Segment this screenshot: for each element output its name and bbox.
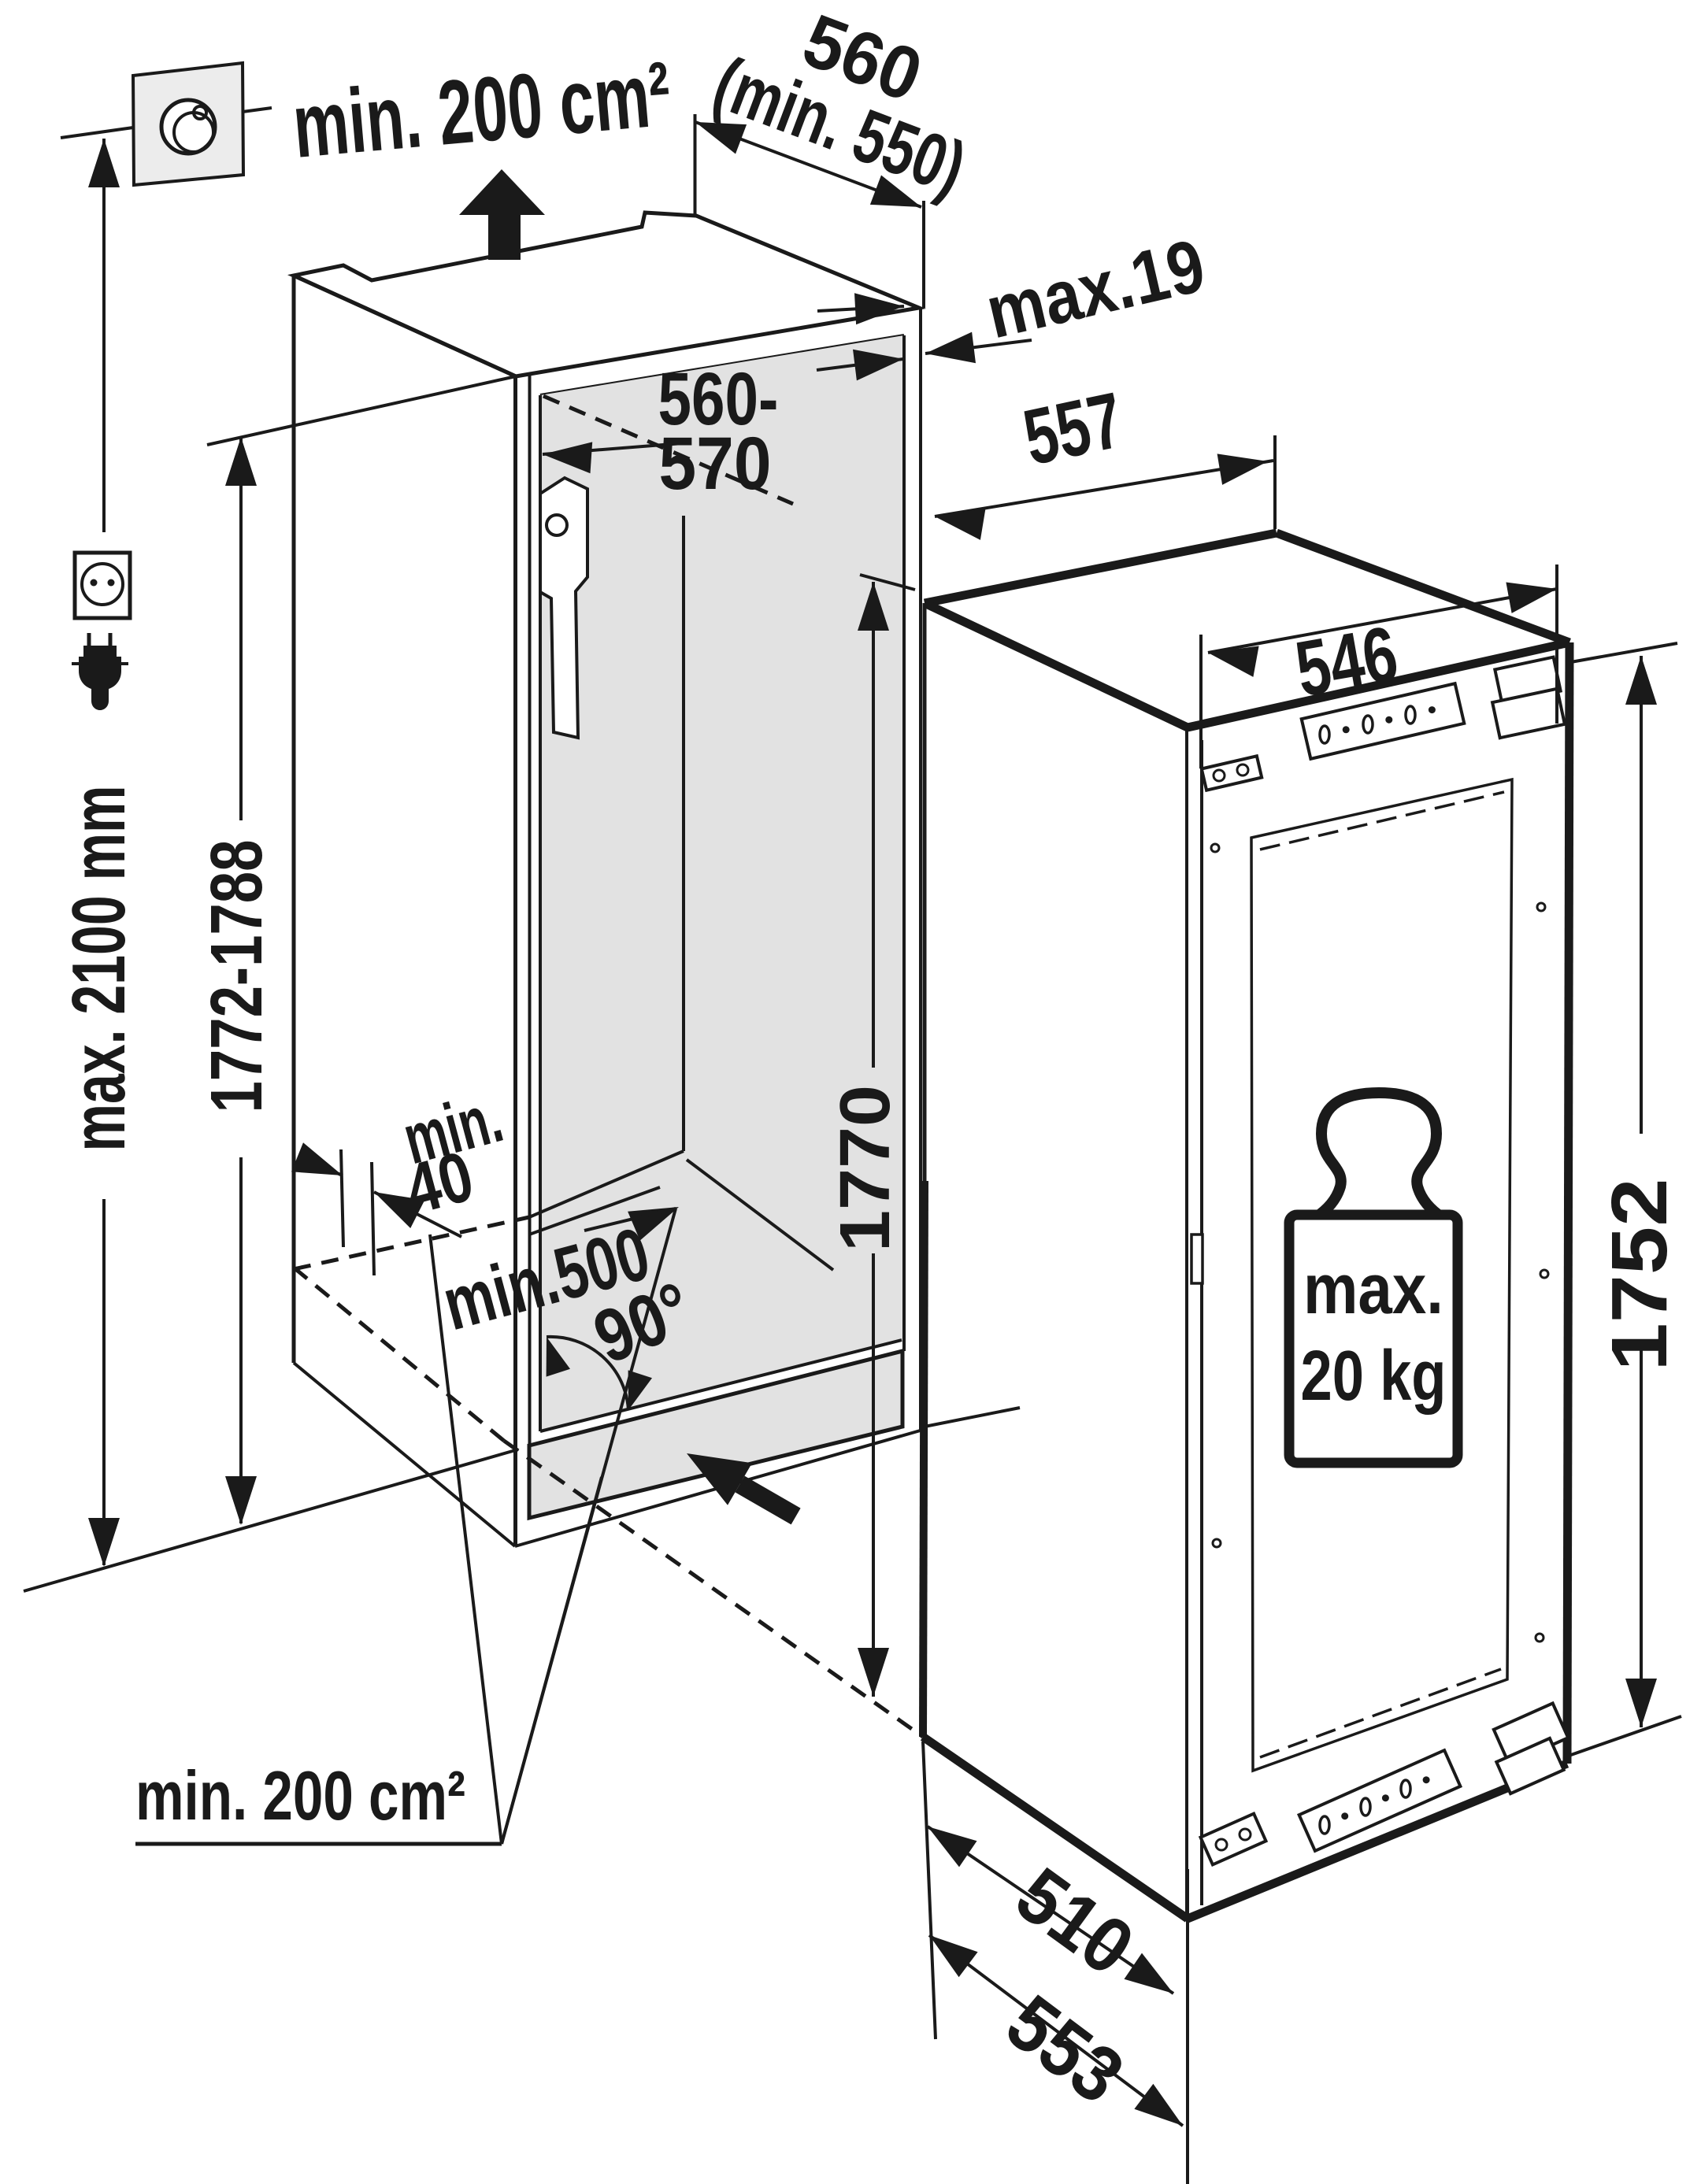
svg-text:1752: 1752 <box>1595 1179 1684 1371</box>
svg-text:570: 570 <box>659 422 772 505</box>
svg-text:557: 557 <box>1017 376 1131 482</box>
svg-text:max.: max. <box>1303 1250 1443 1329</box>
svg-text:560-: 560- <box>658 357 779 441</box>
svg-text:546: 546 <box>1289 609 1404 714</box>
svg-text:1772-1788: 1772-1788 <box>195 840 277 1113</box>
svg-text:min. 200 cm²: min. 200 cm² <box>135 1756 465 1834</box>
svg-text:20 kg: 20 kg <box>1301 1337 1447 1416</box>
svg-text:1770: 1770 <box>826 1085 905 1252</box>
svg-text:max. 2100 mm: max. 2100 mm <box>57 786 141 1152</box>
